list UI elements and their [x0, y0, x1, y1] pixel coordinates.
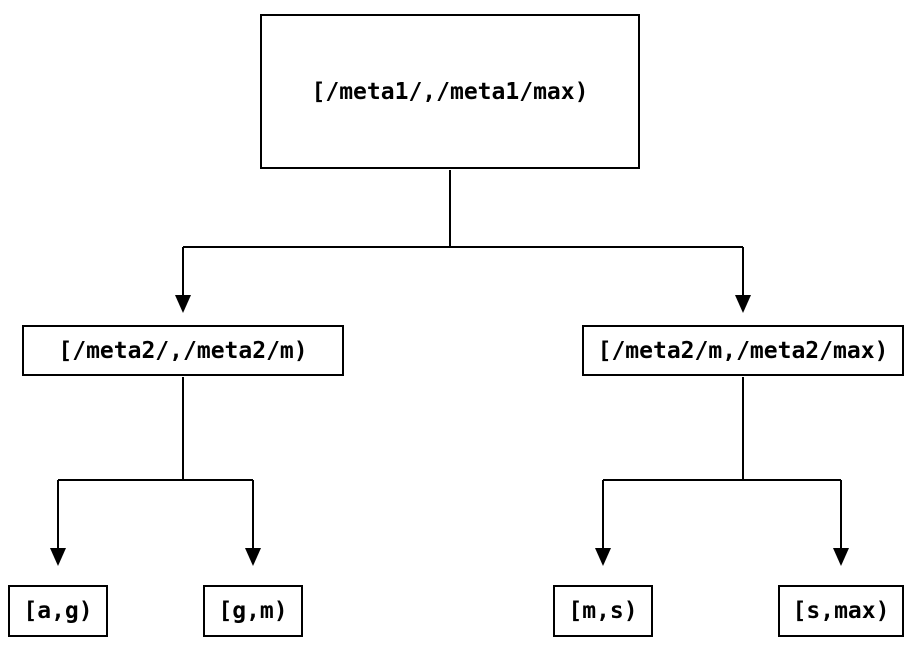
arrow-down-icon: [595, 548, 611, 566]
node-root-label: [/meta1/,/meta1/max): [311, 78, 589, 105]
node-leaf-m-s-label: [m,s): [568, 598, 638, 624]
node-leaf-s-max-label: [s,max): [792, 598, 890, 624]
node-leaf-g-m: [g,m): [203, 585, 303, 637]
node-meta2-left: [/meta2/,/meta2/m): [22, 325, 344, 376]
arrow-down-icon: [175, 295, 191, 313]
arrow-down-icon: [735, 295, 751, 313]
edge-left-children: [50, 377, 261, 566]
node-leaf-a-g: [a,g): [8, 585, 108, 637]
node-root: [/meta1/,/meta1/max): [260, 14, 640, 169]
arrow-down-icon: [50, 548, 66, 566]
edge-root-children: [175, 170, 751, 313]
node-leaf-m-s: [m,s): [553, 585, 653, 637]
arrow-down-icon: [833, 548, 849, 566]
node-leaf-s-max: [s,max): [778, 585, 904, 637]
node-leaf-g-m-label: [g,m): [218, 598, 288, 624]
node-meta2-left-label: [/meta2/,/meta2/m): [58, 337, 308, 364]
node-meta2-right-label: [/meta2/m,/meta2/max): [597, 337, 889, 364]
arrow-down-icon: [245, 548, 261, 566]
node-leaf-a-g-label: [a,g): [23, 598, 93, 624]
node-meta2-right: [/meta2/m,/meta2/max): [582, 325, 904, 376]
edge-right-children: [595, 377, 849, 566]
